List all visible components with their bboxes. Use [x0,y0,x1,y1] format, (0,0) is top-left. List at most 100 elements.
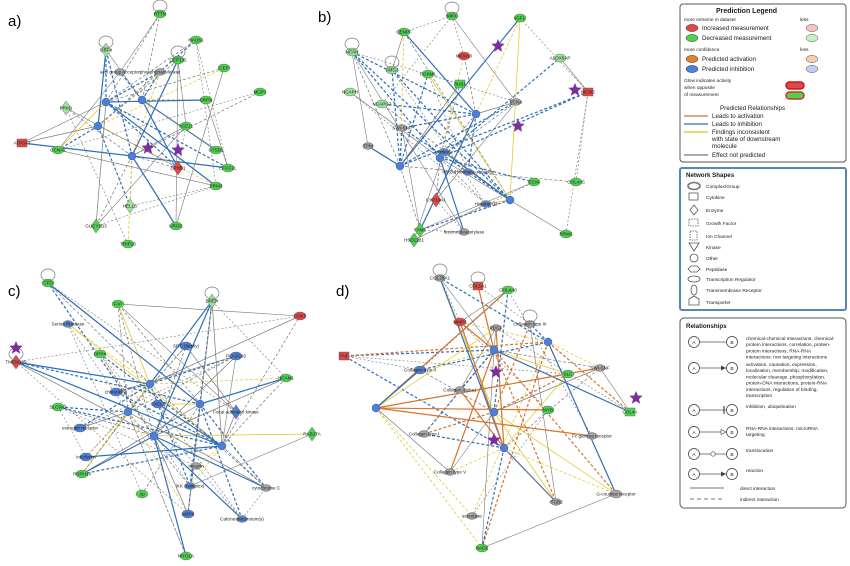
complex-shape-icon [687,181,701,191]
node-a-label: A [692,430,696,436]
hub-node [195,399,205,409]
edge [21,125,99,144]
edge [475,101,517,115]
edge [481,341,549,549]
edge [481,349,495,549]
node-label: FOXM1 [420,72,436,77]
network-node: GUCY1B3 [85,218,107,234]
edge [427,73,511,201]
edge [85,411,129,458]
network-node: COL4A [622,407,638,417]
node-shape [41,278,55,288]
node-label: secretase [462,514,482,519]
edge [57,125,99,151]
node-shape [457,51,471,61]
network-node: TMEM189 [5,354,27,370]
hub-node [371,403,381,413]
upstream-regulator-star-icon [487,433,501,446]
self-loop [98,35,114,49]
upstream-regulator-star-icon [568,83,582,96]
edge [153,345,187,437]
node-label: COL4A6 [499,288,517,293]
node-label: acyl group acceptor [100,70,141,75]
node-shape [375,99,389,109]
decreased-swatch [685,34,699,42]
hub-node [217,441,227,451]
edge [439,157,567,235]
node-label: thyroid hormone receptor [442,170,494,175]
edge [343,341,549,357]
node-label: MCM2 [581,90,595,95]
node-shape [293,311,307,321]
edge [57,406,223,447]
edge [519,17,589,93]
edge [79,383,151,429]
node-shape [385,65,399,75]
node-label: CEP [219,66,228,71]
network-node: SWI-SNF [392,124,412,132]
edge [65,107,133,157]
relationships-legend-title: Relationships [686,323,727,330]
edge [509,17,521,201]
edge [471,341,549,517]
network-node: BUB1 [454,79,466,89]
edge [419,113,477,231]
edge [547,341,601,369]
network-node: DPP4 [93,349,106,359]
hub-node [101,97,111,107]
edge [21,101,107,144]
edge [97,49,107,127]
arrowhead-icon [721,365,726,371]
edge [477,285,531,325]
edge [67,323,143,495]
shape-growth-factor: Growth Factor [706,221,737,227]
legend-increased: Increased measurement [702,25,769,32]
node-shape [586,432,598,440]
node-a-icon [688,404,700,416]
edge [439,57,561,159]
node-shape [111,299,125,309]
hub-node [149,431,159,441]
node-label: SRPX [200,98,213,103]
activation-swatch [685,55,699,63]
cytokine-shape-icon [688,192,699,201]
node-label: CYP19A1 [426,198,447,203]
edge [199,403,243,520]
node-b-label: B [730,472,733,478]
node-a-icon [688,362,700,374]
node-b-icon [726,404,738,416]
edge [403,31,511,201]
node-label: MCM10 [456,54,473,59]
network-node: CEP [217,63,231,73]
hub-node [499,443,509,453]
edge [449,411,495,473]
node-shape [396,124,408,132]
edge [419,349,495,371]
edges-0 [21,13,261,245]
edge [343,355,569,375]
node-shape [189,35,203,45]
network-node: RAB27A [303,426,322,442]
edge [127,411,187,557]
network-node: Collagen type III [513,320,547,328]
edge [153,435,187,557]
node-shape [51,145,65,155]
edge [351,51,401,167]
edge [403,15,453,33]
edge [57,149,217,187]
network-node: CTSD1 [208,145,224,155]
node-shape [421,69,435,79]
network-node: RTTN [153,9,167,19]
node-label: COL4A5 [567,180,585,185]
shape-enzyme: Enzyme [706,208,724,214]
edge [47,282,151,385]
node-label: CDK7 [294,314,307,319]
node-shape [230,404,242,420]
panel-label-d: d) [336,283,349,300]
edge [117,303,201,405]
network-node: MYO1A [178,551,195,561]
node-label: PCNA [510,100,524,105]
node-label: Interferon [76,455,96,460]
hub-node [127,151,137,161]
